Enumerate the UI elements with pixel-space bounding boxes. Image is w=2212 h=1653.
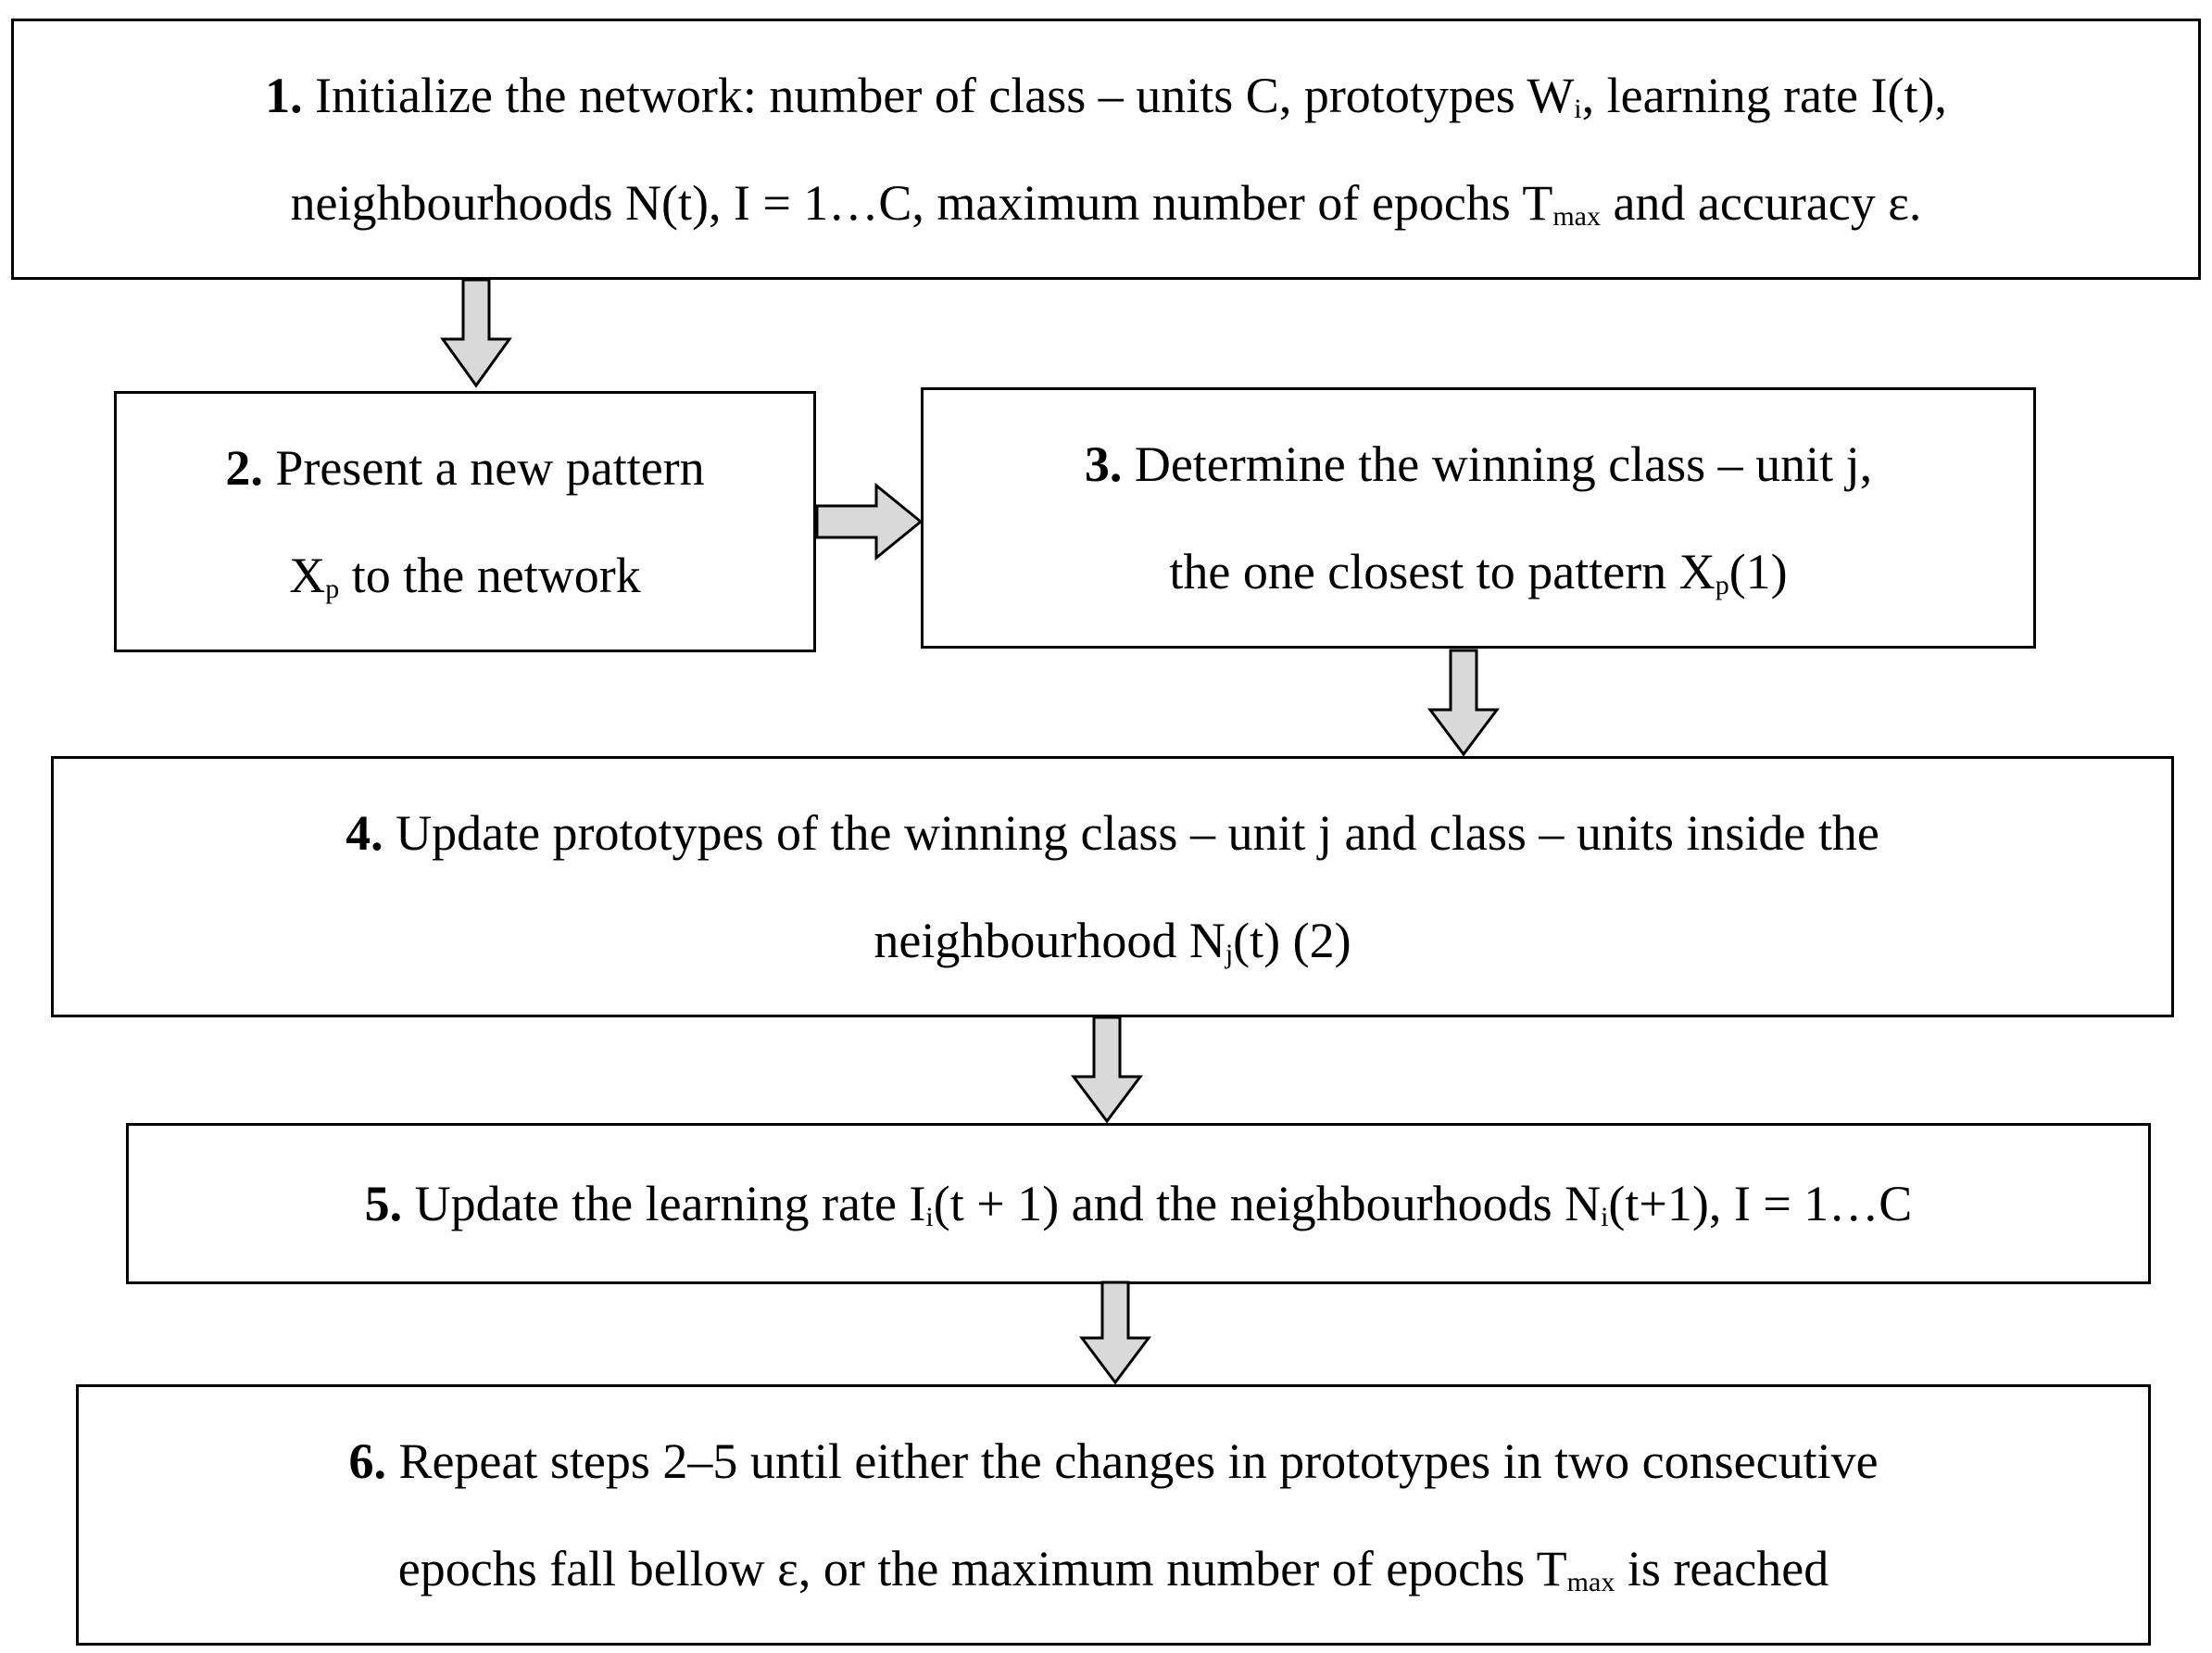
step-1-line-2: neighbourhoods N(t), I = 1…C, maximum nu… bbox=[290, 175, 1922, 232]
down-arrow-5-to-6-icon bbox=[1079, 1281, 1151, 1385]
step-6-number: 6. bbox=[348, 1433, 386, 1489]
down-arrow-3-to-4-icon bbox=[1427, 649, 1500, 757]
step-3-line-1: 3. Determine the winning class – unit j, bbox=[1084, 436, 1873, 492]
step-6-box: 6. Repeat steps 2–5 until either the cha… bbox=[76, 1384, 2151, 1646]
step-1-text: 1. Initialize the network: number of cla… bbox=[265, 42, 1947, 257]
step-3-box: 3. Determine the winning class – unit j,… bbox=[921, 387, 2036, 649]
down-arrow-4-to-5-icon bbox=[1071, 1016, 1143, 1124]
step-5-line-1: 5. Update the learning rate Ii(t + 1) an… bbox=[364, 1176, 1913, 1232]
step-3-text: 3. Determine the winning class – unit j,… bbox=[1085, 410, 1872, 625]
step-3-number: 3. bbox=[1084, 436, 1123, 492]
step-4-line-1: 4. Update prototypes of the winning clas… bbox=[346, 805, 1879, 861]
right-arrow-2-to-3-icon bbox=[815, 482, 924, 562]
step-4-text: 4. Update prototypes of the winning clas… bbox=[346, 779, 1879, 994]
step-1-box: 1. Initialize the network: number of cla… bbox=[11, 19, 2201, 280]
step-2-line-2: Xp to the network bbox=[289, 548, 641, 604]
step-2-number: 2. bbox=[225, 440, 263, 496]
step-4-number: 4. bbox=[346, 805, 383, 861]
step-3-line-2: the one closest to pattern Xp(1) bbox=[1169, 544, 1788, 600]
step-2-box: 2. Present a new pattern Xp to the netwo… bbox=[114, 391, 816, 652]
step-4-line-2: neighbourhood Nj(t) (2) bbox=[873, 913, 1351, 969]
step-5-box: 5. Update the learning rate Ii(t + 1) an… bbox=[126, 1123, 2151, 1284]
down-arrow-1-to-2-icon bbox=[440, 278, 512, 388]
step-1-number: 1. bbox=[265, 68, 303, 123]
step-6-line-2: epochs fall bellow ε, or the maximum num… bbox=[397, 1541, 1829, 1597]
step-2-line-1: 2. Present a new pattern bbox=[225, 440, 705, 496]
step-6-text: 6. Repeat steps 2–5 until either the cha… bbox=[348, 1407, 1878, 1622]
step-1-line-1: 1. Initialize the network: number of cla… bbox=[265, 68, 1947, 124]
step-4-box: 4. Update prototypes of the winning clas… bbox=[51, 756, 2174, 1017]
step-5-text: 5. Update the learning rate Ii(t + 1) an… bbox=[365, 1150, 1913, 1257]
step-5-number: 5. bbox=[364, 1176, 403, 1231]
step-6-line-1: 6. Repeat steps 2–5 until either the cha… bbox=[348, 1433, 1879, 1489]
step-2-text: 2. Present a new pattern Xp to the netwo… bbox=[225, 414, 704, 629]
